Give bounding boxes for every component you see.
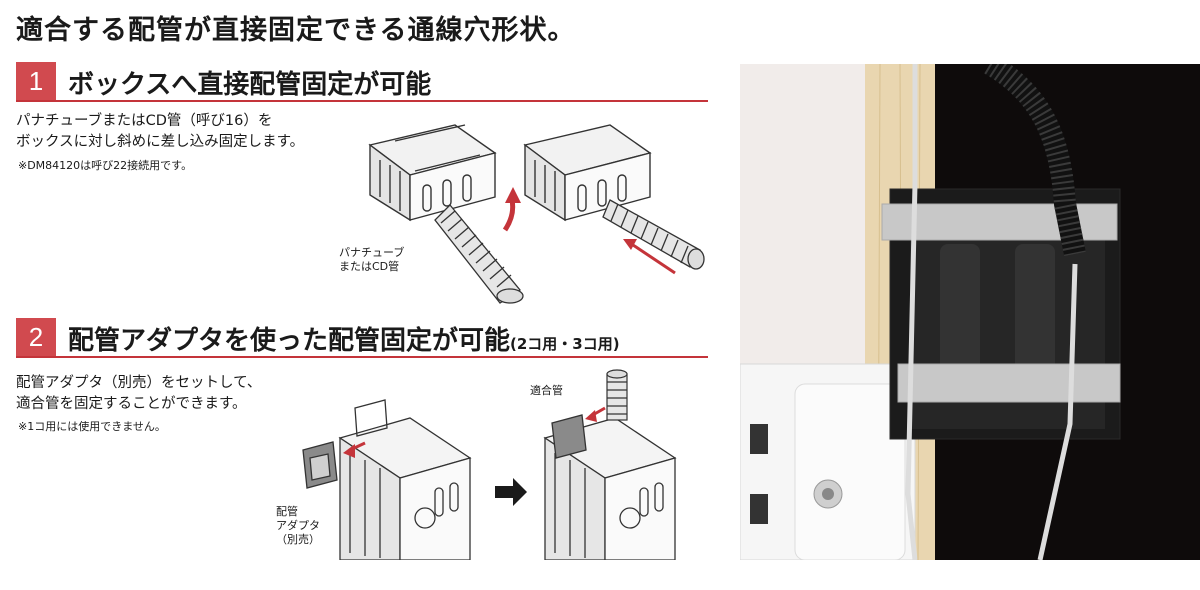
section-1-note: ※DM84120は呼び22接続用です。 bbox=[18, 159, 193, 172]
outlet-box-c-drawing bbox=[338, 399, 472, 560]
section-2-adapter-label-line2: アダプタ bbox=[276, 519, 320, 532]
section-1-text-line1: パナチューブまたはCD管（呼び16）を bbox=[16, 113, 273, 129]
insert-arrow-icon bbox=[629, 241, 676, 275]
installation-photo bbox=[740, 64, 1200, 560]
section-2-header: 2 配管アダプタを使った配管固定が可能(2コ用・3コ用) bbox=[16, 318, 708, 358]
fitting-pipe-drawing bbox=[606, 369, 628, 421]
page-title: 適合する配管が直接固定できる通線穴形状。 bbox=[16, 15, 576, 46]
section-2-illustration bbox=[302, 369, 677, 560]
corrugated-pipe bbox=[984, 64, 1086, 257]
section-1-text: パナチューブまたはCD管（呼び16）を ボックスに対し斜めに差し込み固定します。 bbox=[16, 111, 304, 153]
section-2-text-line2: 適合管を固定することができます。 bbox=[16, 396, 247, 412]
section-2-text-line1: 配管アダプタ（別売）をセットして、 bbox=[16, 375, 262, 391]
section-2-adapter-label-line1: 配管 bbox=[276, 505, 298, 518]
section-1-pipe-label-line1: パナチューブ bbox=[339, 246, 405, 259]
section-1-title: ボックスへ直接配管固定が可能 bbox=[68, 70, 432, 100]
section-2-title: 配管アダプタを使った配管固定が可能(2コ用・3コ用) bbox=[68, 320, 620, 357]
section-2-adapter-label: 配管 アダプタ （別売） bbox=[276, 505, 320, 547]
section-2-adapter-label-line3: （別売） bbox=[276, 533, 320, 546]
pipe-b-drawing bbox=[602, 199, 705, 270]
section-1-number: 1 bbox=[16, 62, 56, 100]
section-1-pipe-label: パナチューブ またはCD管 bbox=[339, 246, 404, 274]
white-cable bbox=[905, 64, 918, 560]
outlet-plate bbox=[794, 383, 906, 560]
section-2-title-main: 配管アダプタを使った配管固定が可能 bbox=[68, 326, 511, 356]
section-2-text: 配管アダプタ（別売）をセットして、 適合管を固定することができます。 bbox=[16, 373, 261, 415]
section-2-title-suffix: (2コ用・3コ用) bbox=[510, 335, 620, 353]
section-2-number: 2 bbox=[16, 318, 56, 356]
outlet-box-d-drawing bbox=[543, 414, 677, 560]
section-2-pipe-label: 適合管 bbox=[530, 384, 563, 397]
section-2-note: ※1コ用には使用できません。 bbox=[18, 420, 166, 433]
pipe-a-drawing bbox=[434, 204, 524, 304]
metal-band-bottom bbox=[897, 363, 1121, 403]
next-step-arrow-icon bbox=[495, 478, 527, 506]
pipe-adapter-drawing bbox=[302, 441, 338, 489]
section-1-illustration bbox=[368, 124, 705, 304]
outlet-box-b-drawing bbox=[523, 124, 652, 222]
section-1-header: 1 ボックスへ直接配管固定が可能 bbox=[16, 62, 708, 102]
outlet-box-a-drawing bbox=[368, 124, 497, 222]
rotate-arrow-icon bbox=[502, 199, 516, 232]
section-1-pipe-label-line2: またはCD管 bbox=[339, 260, 400, 273]
section-1-text-line2: ボックスに対し斜めに差し込み固定します。 bbox=[16, 134, 305, 150]
